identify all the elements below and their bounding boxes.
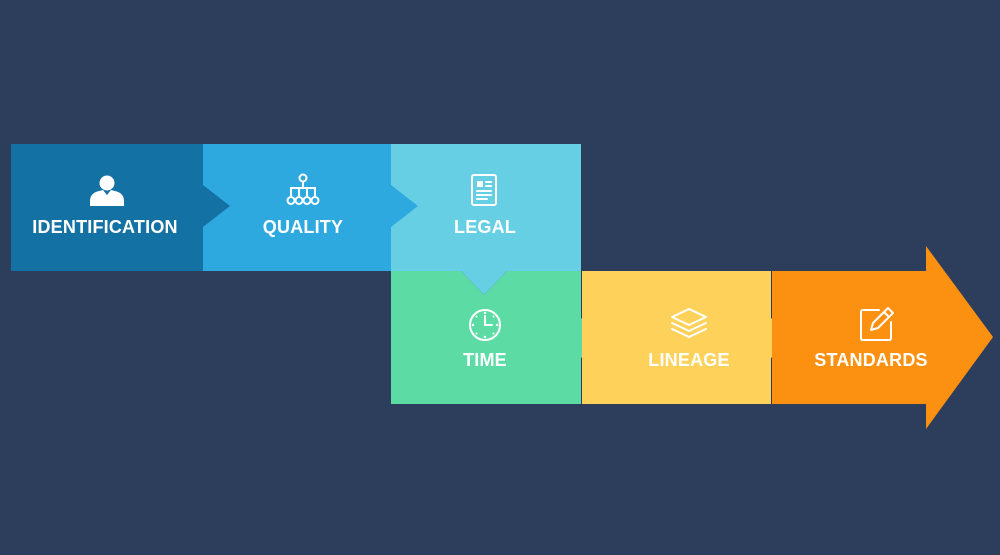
layers-icon	[671, 308, 707, 338]
step-label-quality: QUALITY	[263, 217, 343, 237]
edit-icon	[860, 307, 894, 341]
user-icon	[90, 175, 124, 206]
step-identification-block	[11, 144, 230, 271]
step-label-legal: LEGAL	[454, 217, 516, 237]
step-label-lineage: LINEAGE	[648, 350, 729, 370]
step-label-standards: STANDARDS	[814, 350, 927, 370]
step-time-block	[391, 271, 608, 404]
clock-icon	[469, 309, 501, 341]
document-icon	[471, 174, 497, 206]
step-label-time: TIME	[463, 350, 507, 370]
hierarchy-icon	[286, 173, 320, 205]
step-label-identification: IDENTIFICATION	[32, 217, 177, 237]
step-standards-arrow	[772, 246, 993, 429]
step-quality-block	[203, 144, 418, 271]
step-legal-block	[391, 144, 581, 295]
